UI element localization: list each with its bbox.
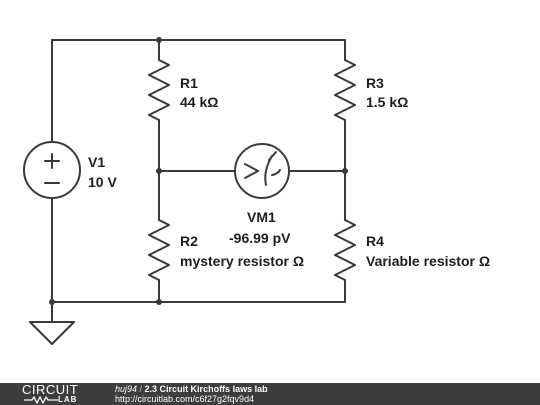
vm1-value-label: -96.99 pV [229, 230, 291, 246]
v1-name-label: V1 [88, 154, 105, 170]
vm1-name-label: VM1 [247, 209, 276, 225]
resistor-r1-symbol [148, 59, 170, 121]
junction-bottom-left [49, 299, 55, 305]
circuit-schematic: R1 44 kΩ R3 1.5 kΩ V1 10 V VM1 -96.99 pV… [23, 37, 490, 345]
logo-resistor-icon [24, 396, 58, 404]
r4-name-label: R4 [366, 233, 384, 249]
breadcrumb-separator: / [137, 384, 145, 394]
resistor-r3-symbol [334, 59, 356, 121]
ground-icon [29, 321, 75, 345]
circuit-title: 2.3 Circuit Kirchoffs laws lab [144, 384, 268, 394]
r1-name-label: R1 [180, 75, 198, 91]
resistor-r2-symbol [148, 219, 170, 281]
r2-value-label: mystery resistor Ω [180, 253, 304, 269]
junction-top-r1 [156, 37, 162, 43]
junction-mid-left [156, 168, 162, 174]
footer-bar: CIRCUIT LAB huj94 / 2.3 Circuit Kirchoff… [0, 383, 540, 405]
junction-mid-right [342, 168, 348, 174]
r4-value-label: Variable resistor Ω [366, 253, 490, 269]
author-link[interactable]: huj94 [115, 384, 138, 394]
footer-title-line: huj94 / 2.3 Circuit Kirchoffs laws lab [115, 384, 268, 394]
r2-name-label: R2 [180, 233, 198, 249]
r3-name-label: R3 [366, 75, 384, 91]
circuitlab-logo[interactable]: CIRCUIT LAB [22, 383, 94, 405]
logo-text-top: CIRCUIT [22, 382, 79, 397]
r3-value-label: 1.5 kΩ [366, 94, 408, 110]
junction-bottom-r2 [156, 299, 162, 305]
r1-value-label: 44 kΩ [180, 94, 218, 110]
v1-value-label: 10 V [88, 174, 117, 190]
voltmeter-vm1-symbol [234, 143, 290, 199]
logo-text-bottom: LAB [58, 395, 78, 404]
voltage-source-v1-symbol [23, 141, 81, 199]
footer-info: huj94 / 2.3 Circuit Kirchoffs laws lab h… [115, 384, 268, 404]
resistor-r4-symbol [334, 219, 356, 281]
circuit-url-link[interactable]: http://circuitlab.com/c6f27g2fqv9d4 [115, 394, 255, 404]
